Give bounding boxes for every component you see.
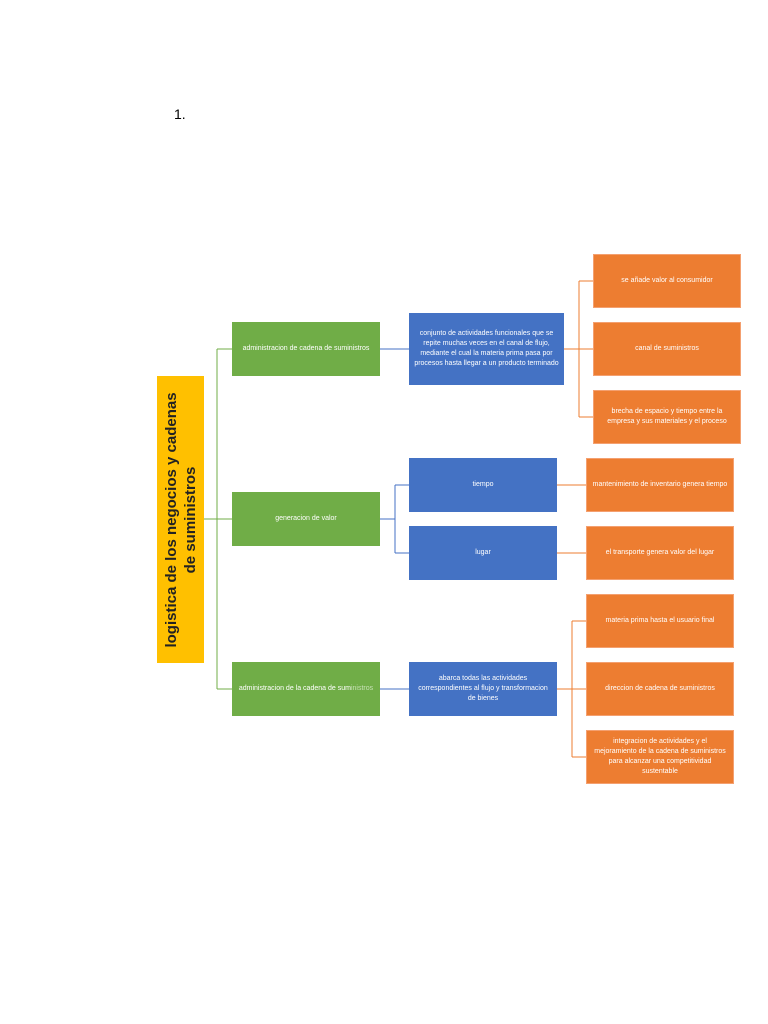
leaf-node: canal de suministros (593, 322, 741, 376)
branch-node-administracion-cadena: administracion de cadena de suministros (232, 322, 380, 376)
page-number: 1. (174, 106, 186, 122)
leaf-label: direccion de cadena de suministros (605, 685, 715, 692)
leaf-label: el transporte genera valor del lugar (605, 549, 715, 556)
leaf-node: integracion de actividades y el mejorami… (586, 730, 734, 784)
leaf-label: mantenimiento de inventario genera tiemp… (592, 481, 728, 488)
branch-label-part-a: administracion de la cadena de sum (238, 685, 351, 692)
detail-label: abarca todas las actividades correspondi… (418, 675, 548, 702)
sub-label: lugar (475, 549, 491, 556)
branch-node-administracion-la-cadena: administracion de la cadena de suministr… (232, 662, 380, 716)
leaf-label: integracion de actividades y el mejorami… (594, 738, 726, 775)
leaf-label: canal de suministros (635, 345, 699, 352)
leaf-label: brecha de espacio y tiempo entre la empr… (607, 408, 727, 425)
root-label: logistica de los negocios y cadenas de s… (162, 391, 199, 648)
detail-node-abarca-actividades: abarca todas las actividades correspondi… (409, 662, 557, 716)
branch-label-part-b: inistros (350, 685, 374, 692)
leaf-node: materia prima hasta el usuario final (586, 594, 734, 648)
root-node: logistica de los negocios y cadenas de s… (157, 376, 204, 663)
leaf-label: materia prima hasta el usuario final (605, 617, 715, 624)
detail-node-conjunto-actividades: conjunto de actividades funcionales que … (409, 313, 564, 385)
detail-label: conjunto de actividades funcionales que … (414, 330, 559, 367)
branch-node-generacion-valor: generacion de valor (232, 492, 380, 546)
branch-label: administracion de la cadena de suministr… (239, 684, 373, 694)
sub-node-lugar: lugar (409, 526, 557, 580)
branch-label: generacion de valor (275, 515, 337, 522)
sub-label: tiempo (472, 481, 494, 488)
leaf-node: el transporte genera valor del lugar (586, 526, 734, 580)
leaf-label: se añade valor al consumidor (621, 277, 713, 284)
sub-node-tiempo: tiempo (409, 458, 557, 512)
branch-label: administracion de cadena de suministros (242, 345, 370, 352)
leaf-node: direccion de cadena de suministros (586, 662, 734, 716)
leaf-node: se añade valor al consumidor (593, 254, 741, 308)
leaf-node: mantenimiento de inventario genera tiemp… (586, 458, 734, 512)
leaf-node: brecha de espacio y tiempo entre la empr… (593, 390, 741, 444)
